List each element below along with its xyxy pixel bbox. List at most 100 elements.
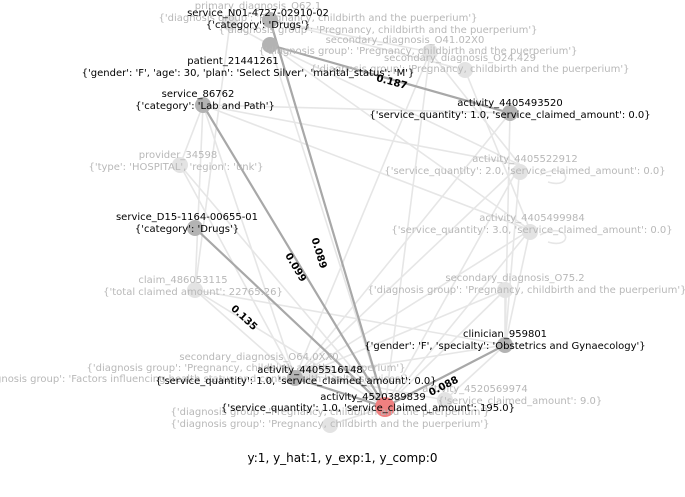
label-attrs: {'category': 'Drugs'} (206, 20, 310, 31)
label-attrs: {'service_quantity': 1.0, 'service_claim… (155, 376, 436, 387)
edge (269, 44, 386, 408)
node-activity-focus (375, 397, 395, 417)
edge (429, 51, 521, 166)
node-activity-4405499984 (522, 224, 538, 240)
nodes (172, 12, 538, 433)
edge (179, 164, 386, 408)
edge (464, 69, 531, 231)
edge (309, 374, 446, 401)
label-name: provider_34598 (139, 150, 217, 161)
edge (504, 164, 521, 346)
node-activity-4520569974 (437, 392, 453, 408)
edge-weight-label: 0.099 (282, 251, 308, 284)
edge (294, 289, 506, 379)
label-name: activity_4520389839 (320, 392, 425, 403)
edge (202, 104, 511, 114)
edge (294, 344, 506, 379)
label-name: activity_4405522912 (472, 154, 577, 165)
label-attrs: {'diagnosis group': 'Pregnancy, childbir… (311, 64, 630, 75)
node-secondary-o75 (497, 282, 513, 298)
label-name: claim_486053115 (138, 275, 227, 286)
node-secondary-o24 (457, 62, 473, 78)
label-attrs: {'service_quantity': 1.0, 'service_claim… (369, 110, 650, 121)
label-attrs: {'diagnosis group': 'Pregnancy, childbir… (259, 46, 578, 57)
label-attrs: {'diagnosis group': 'Pregnancy, childbir… (171, 407, 490, 418)
edge (179, 164, 296, 379)
edge (269, 44, 521, 166)
label-attrs: {'service_claimed_amount': 9.0} (438, 396, 603, 407)
label-name: activity_4520569974 (422, 384, 527, 395)
edge-clinician-focus (384, 344, 506, 408)
self-loop (539, 229, 567, 245)
edge (269, 44, 531, 231)
label-name: secondary_diagnosis_O75.2 (445, 273, 584, 284)
edge (202, 104, 521, 166)
node-service-86762 (195, 97, 211, 113)
label-attrs: {'total claimed amount': 22765.26} (103, 287, 283, 298)
edge-service-86762-focus (202, 104, 386, 408)
label-attrs: {'service_quantity': 2.0, 'service_claim… (384, 166, 665, 177)
label-name: clinician_959801 (463, 329, 547, 340)
edge-weight-label: 0.135 (228, 303, 259, 333)
edge (202, 104, 531, 231)
label-name: secondary_diagnosis_O64.0XX0 (179, 352, 338, 363)
edge (269, 19, 466, 71)
label-attrs: {'service_quantity': 1.0, 'service_claim… (221, 403, 515, 414)
label-name: patient_21441261 (187, 56, 278, 67)
node-provider (172, 157, 188, 173)
label-name: service_86762 (162, 89, 235, 100)
edge (269, 19, 431, 53)
label-name: secondary_diagnosis_O41.02X0 (326, 35, 485, 46)
self-loop (539, 169, 567, 185)
edge (194, 22, 231, 291)
label-attrs: {'gender': 'F', 'age': 30, 'plan': 'Sele… (82, 68, 415, 79)
edge (194, 289, 296, 379)
edge-patient-activity-4405493520 (269, 43, 511, 115)
edge (384, 229, 531, 408)
edge (504, 229, 531, 346)
faint-edges (179, 19, 567, 426)
node-claim (187, 282, 203, 298)
node-secondary-o64 (302, 367, 318, 383)
edge-service-d15-focus (194, 227, 386, 408)
edge (294, 164, 521, 379)
edge (444, 344, 506, 401)
label-attrs: {'diagnosis group': 'Pregnancy, childbir… (159, 13, 478, 24)
edge (384, 289, 506, 408)
edge (194, 104, 204, 291)
label-attrs: {'type': 'HOSPITAL', 'region': 'unk'} (88, 162, 263, 173)
graph-caption: y:1, y_hat:1, y_exp:1, y_comp:0 (247, 451, 438, 465)
edge (384, 51, 431, 408)
node-secondary-o99 (222, 15, 238, 31)
node-clinician (497, 337, 513, 353)
strong-edges (194, 19, 511, 409)
node-patient (262, 37, 278, 53)
edge (294, 112, 511, 379)
node-activity-4405522912 (512, 164, 528, 180)
label-attrs: {'service_quantity': 3.0, 'service_claim… (391, 225, 672, 236)
label-name: service_N01-4727-02910-02 (187, 8, 329, 19)
edge (194, 289, 506, 346)
edge (384, 164, 521, 408)
label-name: secondary_diagnosis_O24.429 (384, 53, 536, 64)
edge (294, 51, 431, 379)
edge-service-n01-focus (268, 19, 387, 408)
label-attrs: {'diagnosis group': 'Pregnancy, childbir… (219, 25, 538, 36)
label-name: service_D15-1164-00655-01 (116, 212, 258, 223)
edge-weight-label: 0.089 (309, 237, 329, 271)
label-name: activity_4405493520 (457, 98, 562, 109)
label-attrs: {'diagnosis group': 'Pregnancy, childbir… (368, 285, 685, 296)
node-primary-dx2 (322, 417, 338, 433)
edge (194, 289, 386, 408)
edge (202, 104, 296, 379)
node-activity-4405516148 (287, 370, 303, 386)
label-attrs: {'diagnosis group': 'Pregnancy, childbir… (87, 363, 406, 374)
label-attrs: {'gender': 'F', 'specialty': 'Obstetrics… (364, 341, 645, 352)
label-name: activity_4405499984 (479, 213, 584, 224)
edge (179, 104, 204, 166)
label-attrs: {'category': 'Lab and Path'} (135, 101, 275, 112)
label-name: primary_diagnosis_O62.1 (195, 1, 322, 12)
edge (294, 229, 531, 379)
node-secondary-o41 (422, 44, 438, 60)
